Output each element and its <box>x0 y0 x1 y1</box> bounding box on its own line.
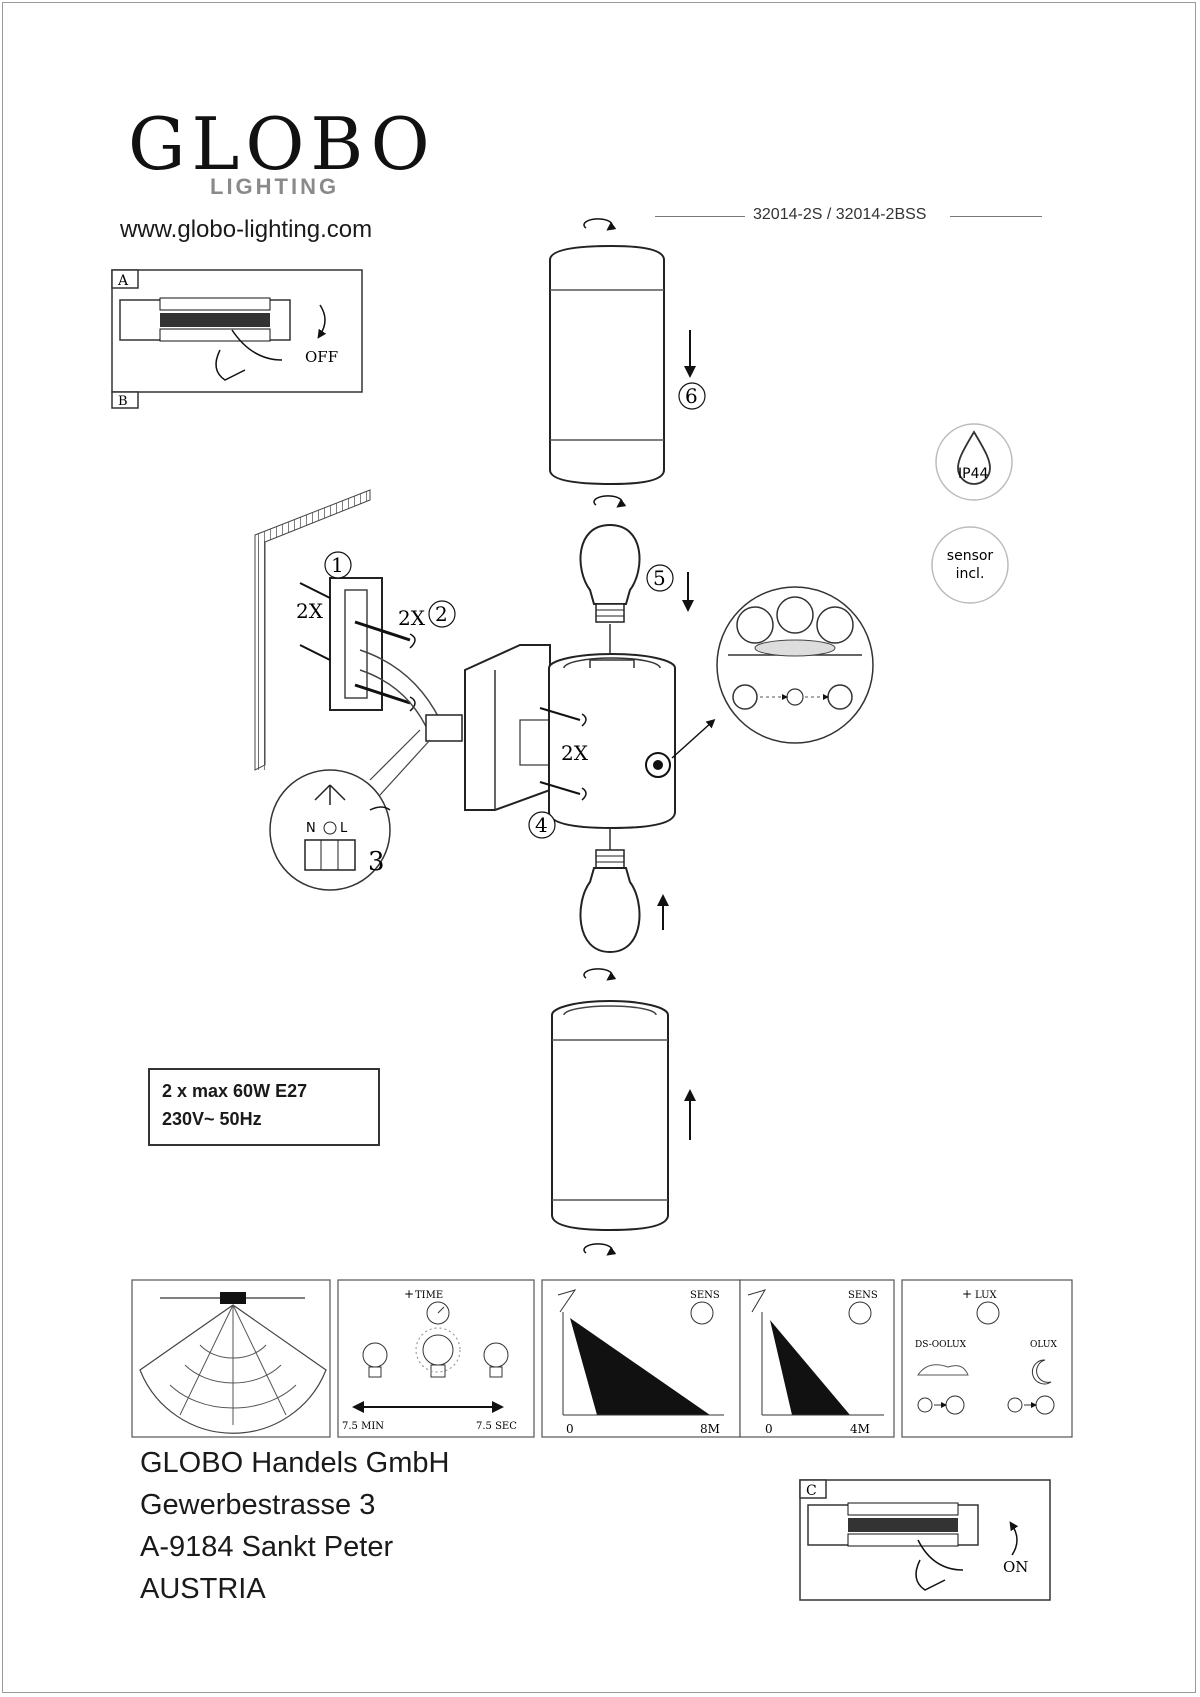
address-country: AUSTRIA <box>140 1573 266 1605</box>
model-number: 32014-2S / 32014-2BSS <box>745 206 935 224</box>
qty-housing-screws: 2X <box>561 741 589 765</box>
qty-anchors: 2X <box>296 599 324 623</box>
panel-b-label: B <box>118 394 128 409</box>
sens-label-far: SENS <box>690 1290 720 1301</box>
spec-voltage: 230V~ 50Hz <box>162 1109 262 1129</box>
sensitivity-near-panel: SENS 0 4M <box>747 1289 884 1436</box>
step-1-number: 1 <box>331 553 344 577</box>
address-company: GLOBO Handels GmbH <box>140 1447 450 1479</box>
brand-logo-subtitle: LIGHTING <box>210 174 340 199</box>
lux-adjust-panel: LUX + DS-OOLUX OLUX <box>915 1287 1057 1415</box>
top-bulb: 5 <box>579 495 694 668</box>
svg-text:+: + <box>404 1287 414 1301</box>
sens-origin-near: 0 <box>765 1422 773 1436</box>
step-2-number: 2 <box>435 602 448 626</box>
wiring-detail: N L 3 <box>269 729 431 891</box>
lux-day-label: DS-OOLUX <box>915 1340 967 1350</box>
time-adjust-panel: TIME + 7.5 MIN 7.5 SEC <box>342 1287 517 1432</box>
sens-near-label: 4M <box>850 1422 870 1436</box>
step-5-number: 5 <box>653 566 666 590</box>
step-6-number: 6 <box>685 384 698 408</box>
panel-a-switch-off: A B OFF <box>111 269 363 409</box>
model-rule-right <box>950 216 1042 217</box>
on-label: ON <box>1003 1558 1028 1576</box>
time-label: TIME <box>415 1290 443 1301</box>
qty-screws: 2X <box>398 606 426 630</box>
ip44-badge: IP44 <box>935 423 1013 501</box>
top-shade: 6 <box>549 218 706 486</box>
wire-l-label: L <box>340 821 348 836</box>
sensor-badge-line1: sensor <box>947 548 994 564</box>
panel-c-label: C <box>806 1483 817 1499</box>
sensitivity-far-panel: SENS 0 8M <box>557 1289 724 1436</box>
lux-night-label: OLUX <box>1030 1340 1057 1350</box>
ip44-label: IP44 <box>958 466 988 482</box>
bottom-shade <box>551 1000 696 1256</box>
detection-range-panel <box>139 1292 327 1434</box>
step-4-number: 4 <box>535 813 548 837</box>
website-url[interactable]: www.globo-lighting.com <box>120 216 373 243</box>
sensor-detail <box>716 586 874 744</box>
sensor-badge-line2: incl. <box>956 566 985 582</box>
off-label: OFF <box>305 348 338 366</box>
brand-logo: GLOBO <box>128 102 436 186</box>
sens-origin-far: 0 <box>566 1422 574 1436</box>
step-3-number: 3 <box>368 847 385 877</box>
sensor-panels: TIME + 7.5 MIN 7.5 SEC SENS 0 8M <box>131 1279 1073 1438</box>
lux-label: LUX <box>975 1290 998 1301</box>
sens-label-near: SENS <box>848 1290 878 1301</box>
wire-n-label: N <box>306 821 316 836</box>
spec-box: 2 x max 60W E27 230V~ 50Hz <box>148 1068 380 1146</box>
time-min-label: 7.5 MIN <box>342 1421 384 1432</box>
wall-mounting: 1 2X 2X 2 <box>254 489 463 771</box>
sensor-included-badge: sensor incl. <box>931 526 1009 604</box>
spec-wattage: 2 x max 60W E27 <box>162 1081 308 1101</box>
manufacturer-address: GLOBO Handels GmbH Gewerbestrasse 3 A-91… <box>140 1442 449 1610</box>
panel-c-switch-on: C ON <box>799 1479 1051 1601</box>
bottom-bulb <box>579 849 669 981</box>
svg-text:+: + <box>962 1287 972 1301</box>
sens-far-label: 8M <box>700 1422 720 1436</box>
terminal-strip-a <box>159 297 271 342</box>
model-rule-left <box>655 216 745 217</box>
address-street: Gewerbestrasse 3 <box>140 1489 376 1521</box>
address-city: A-9184 Sankt Peter <box>140 1531 394 1563</box>
time-max-label: 7.5 SEC <box>476 1421 517 1432</box>
main-housing: 2X 4 <box>464 644 716 850</box>
panel-a-label: A <box>117 273 129 289</box>
